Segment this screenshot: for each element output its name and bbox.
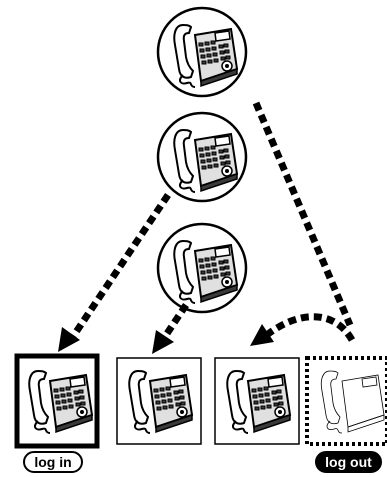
circled-phone-middle — [158, 113, 246, 201]
telephone-icon — [174, 25, 237, 87]
telephone-icon — [129, 371, 192, 433]
arrow-to-logout-box — [256, 103, 350, 325]
circled-phone-top — [158, 8, 246, 96]
telephone-icon — [174, 130, 237, 192]
logout-phone-box — [307, 358, 387, 444]
arrow-to-box-2 — [164, 305, 186, 338]
login-label: log in — [24, 452, 82, 472]
login-label-text: log in — [34, 454, 71, 470]
logout-label-text: log out — [325, 454, 372, 470]
circled-phone-bottom — [158, 224, 246, 312]
arrow-to-login-box — [72, 195, 168, 338]
telephone-icon — [174, 241, 237, 303]
logout-label: log out — [316, 452, 381, 472]
phone-box-2 — [117, 358, 201, 444]
phone-box-3 — [215, 358, 299, 444]
arrow-heads — [58, 324, 274, 354]
login-phone-box — [17, 356, 97, 446]
telephone-icon — [227, 371, 290, 433]
arrow-logout-to-box-3 — [268, 317, 352, 340]
telephone-icon — [29, 371, 92, 433]
